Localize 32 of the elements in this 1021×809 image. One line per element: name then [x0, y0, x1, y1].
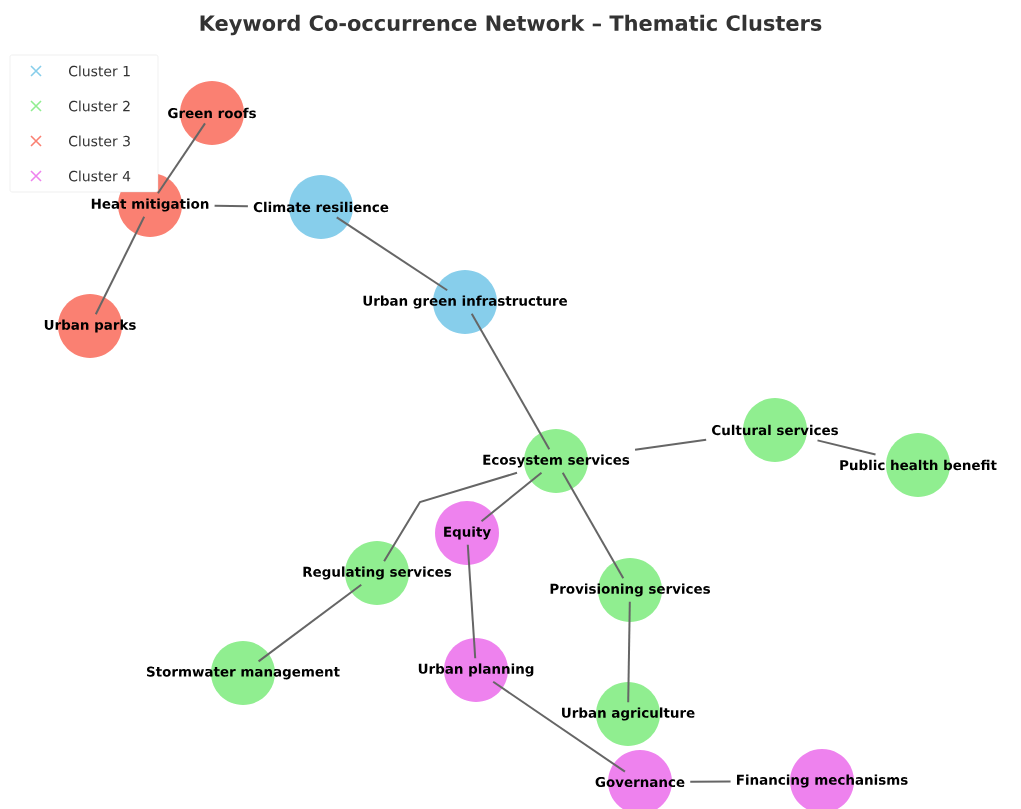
connector-line — [492, 680, 626, 773]
keyword-node: Urban agriculture — [562, 682, 695, 746]
connector-line — [257, 583, 363, 663]
legend-label: Cluster 1 — [69, 65, 130, 77]
connector-line — [561, 471, 625, 580]
connector-line — [94, 215, 146, 316]
connector-line — [634, 438, 708, 451]
connector-line — [213, 204, 249, 208]
legend-label: Cluster 3 — [69, 135, 130, 147]
connector-line — [480, 471, 543, 523]
keyword-node: Provisioning services — [550, 558, 710, 622]
keyword-node: Public health benefit — [840, 433, 997, 497]
keyword-node: Equity — [435, 501, 499, 565]
keyword-node: Financing mechanisms — [737, 749, 908, 809]
connector-line — [470, 312, 551, 451]
keyword-node: Stormwater management — [147, 641, 340, 705]
legend-label: Cluster 4 — [69, 170, 131, 182]
keyword-node: Urban planning — [418, 638, 534, 702]
keyword-node: Climate resilience — [253, 175, 389, 239]
connector-line — [335, 216, 449, 292]
keyword-node: Cultural services — [712, 398, 839, 462]
connector-line — [466, 543, 477, 660]
connector-line — [627, 600, 631, 704]
connector-line — [816, 439, 877, 456]
chart-title: Keyword Co-occurrence Network – Thematic Clusters — [200, 14, 822, 36]
legend-label: Cluster 2 — [69, 100, 130, 112]
connector-line — [156, 122, 206, 195]
keyword-node: Governance — [595, 750, 685, 809]
keyword-node: Urban green infrastructure — [363, 270, 568, 334]
connector-line — [689, 780, 732, 783]
keyword-node: Ecosystem services — [483, 429, 630, 493]
connector-line — [383, 471, 518, 563]
